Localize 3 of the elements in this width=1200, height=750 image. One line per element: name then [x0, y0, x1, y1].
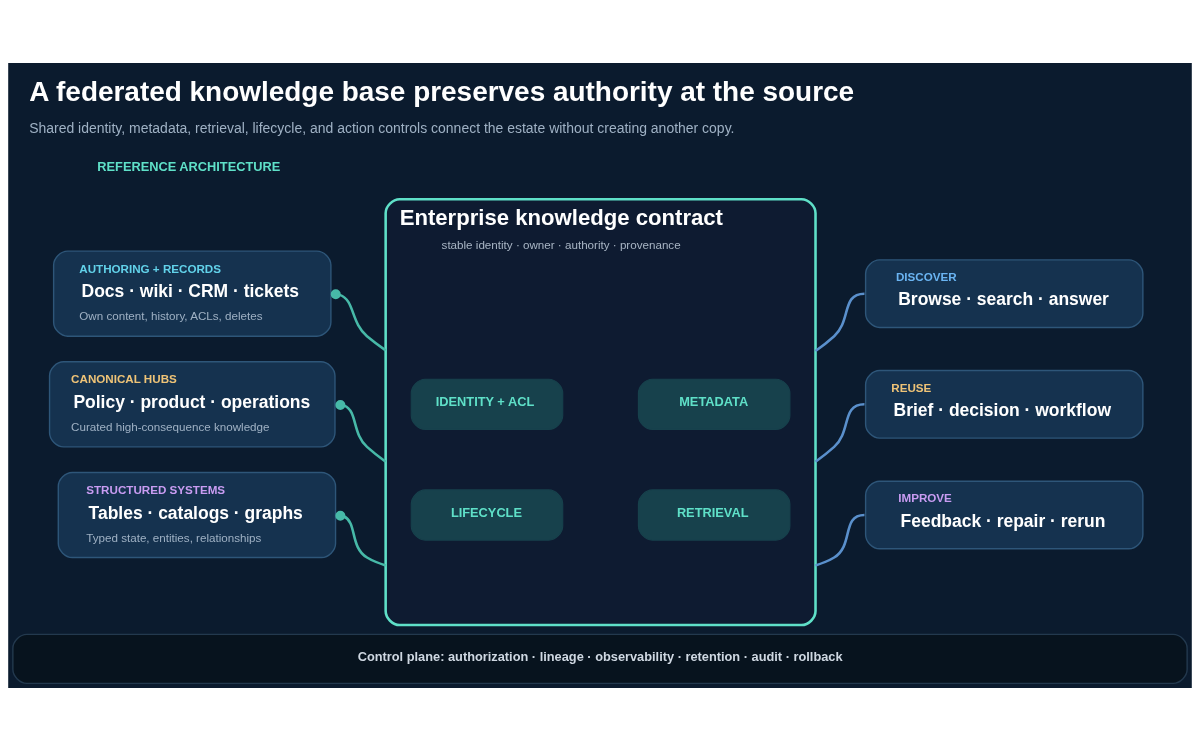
diagram-title: A federated knowledge base preserves authority at the source [29, 75, 855, 107]
label: REFERENCE ARCHITECTURE [97, 158, 281, 174]
caption: Shared identity, metadata, retrieval, lifecycle, and action controls connect the estate without creating another copy. [29, 119, 735, 136]
